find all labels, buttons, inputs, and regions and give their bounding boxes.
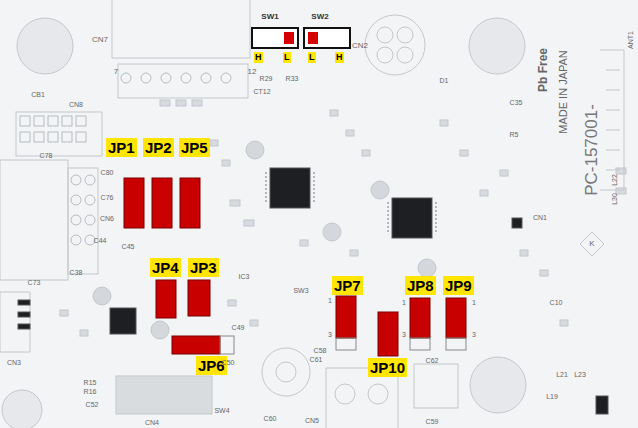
silkscreen-label: Pb Free xyxy=(537,48,549,92)
label-text: JP5 xyxy=(181,140,208,155)
silkscreen-label: CN2 xyxy=(352,42,368,50)
label-text: JP6 xyxy=(198,358,225,373)
silkscreen-label: R5 xyxy=(510,131,519,138)
silkscreen-label: R15 xyxy=(84,379,97,386)
silkscreen-label: CN3 xyxy=(7,359,21,366)
silkscreen-label: C35 xyxy=(510,99,523,106)
jumper-label: L xyxy=(283,52,291,63)
jumper-label: JP5 xyxy=(179,138,210,157)
silkscreen-label: C58 xyxy=(314,347,327,354)
jumper-label: JP9 xyxy=(443,276,474,295)
silkscreen-label: R16 xyxy=(84,388,97,395)
label-text: L xyxy=(309,53,315,62)
silkscreen-label: CB1 xyxy=(31,91,45,98)
silkscreen-label: L30 xyxy=(611,193,618,205)
label-text: H xyxy=(255,53,262,62)
jumper-label: H xyxy=(254,52,263,63)
silkscreen-label: 3 xyxy=(328,331,332,338)
silkscreen-label: C59 xyxy=(426,418,439,425)
silkscreen-label: C80 xyxy=(101,169,114,176)
silkscreen-label: C38 xyxy=(70,269,83,276)
silkscreen-label: 12 xyxy=(248,68,257,76)
silkscreen-label: 3 xyxy=(472,331,476,338)
silkscreen-label: L21 xyxy=(556,371,568,378)
silkscreen-label: L19 xyxy=(546,393,558,400)
jumper-label: JP2 xyxy=(143,138,174,157)
silkscreen-label: SW3 xyxy=(293,287,308,294)
silkscreen-label: 1 xyxy=(402,299,406,306)
silkscreen-label: ANT1 xyxy=(627,31,634,49)
label-text: JP2 xyxy=(145,140,172,155)
silkscreen-label: C60 xyxy=(264,415,277,422)
silkscreen-label: CN6 xyxy=(100,215,114,222)
label-text: JP7 xyxy=(334,278,361,293)
silkscreen-label: CN4 xyxy=(145,419,159,426)
jumper-label: H xyxy=(335,52,344,63)
label-text: L xyxy=(284,53,290,62)
silkscreen-label: MADE IN JAPAN xyxy=(558,50,569,134)
jumper-label: JP3 xyxy=(188,258,219,277)
label-text: JP4 xyxy=(152,260,179,275)
jumper-label: JP4 xyxy=(150,258,181,277)
label-text: JP10 xyxy=(370,360,405,375)
silkscreen-label: 3 xyxy=(402,331,406,338)
silkscreen-label: D1 xyxy=(440,77,449,84)
silkscreen-label: 1 xyxy=(328,297,332,304)
silkscreen-label: PC-157001- xyxy=(583,104,600,196)
silkscreen-label: C73 xyxy=(28,279,41,286)
silkscreen-label: R33 xyxy=(286,75,299,82)
silkscreen-label: CN8 xyxy=(69,101,83,108)
silkscreen-label: 7 xyxy=(114,68,118,76)
silkscreen-label: CT12 xyxy=(253,88,270,95)
silkscreen-label: K xyxy=(589,240,594,248)
silkscreen-label: C62 xyxy=(426,357,439,364)
silkscreen-label: CN7 xyxy=(92,36,108,44)
label-text: JP3 xyxy=(190,260,217,275)
silkscreen-label: C49 xyxy=(232,324,245,331)
silkscreen-label: C45 xyxy=(122,243,135,250)
silkscreen-label: SW4 xyxy=(214,407,229,414)
jumper-label: JP1 xyxy=(106,138,137,157)
silkscreen-label: C76 xyxy=(101,194,114,201)
label-text: JP8 xyxy=(407,278,434,293)
silkscreen-label: C50 xyxy=(222,359,235,366)
silkscreen-label: R29 xyxy=(260,75,273,82)
silkscreen-label: L23 xyxy=(574,371,586,378)
label-text: JP1 xyxy=(108,140,135,155)
silkscreen-label: CN5 xyxy=(305,417,319,424)
jumper-label: L xyxy=(308,52,316,63)
label-text: H xyxy=(336,53,343,62)
silkscreen-label: C44 xyxy=(94,237,107,244)
silkscreen-label: C52 xyxy=(86,401,99,408)
silkscreen-label: SW1 xyxy=(261,13,278,21)
silkscreen-label: CN1 xyxy=(533,214,547,221)
jumper-label: JP7 xyxy=(332,276,363,295)
label-text: JP9 xyxy=(445,278,472,293)
jumper-label: JP8 xyxy=(405,276,436,295)
silkscreen-label: C78 xyxy=(40,152,53,159)
jumper-label: JP10 xyxy=(368,358,407,377)
silkscreen-label: C10 xyxy=(550,299,563,306)
silkscreen-label: 1 xyxy=(472,299,476,306)
silkscreen-label: IC3 xyxy=(239,273,250,280)
silkscreen-label: C61 xyxy=(310,356,323,363)
silkscreen-label: SW2 xyxy=(311,13,328,21)
silkscreen-label: L22 xyxy=(611,174,618,186)
